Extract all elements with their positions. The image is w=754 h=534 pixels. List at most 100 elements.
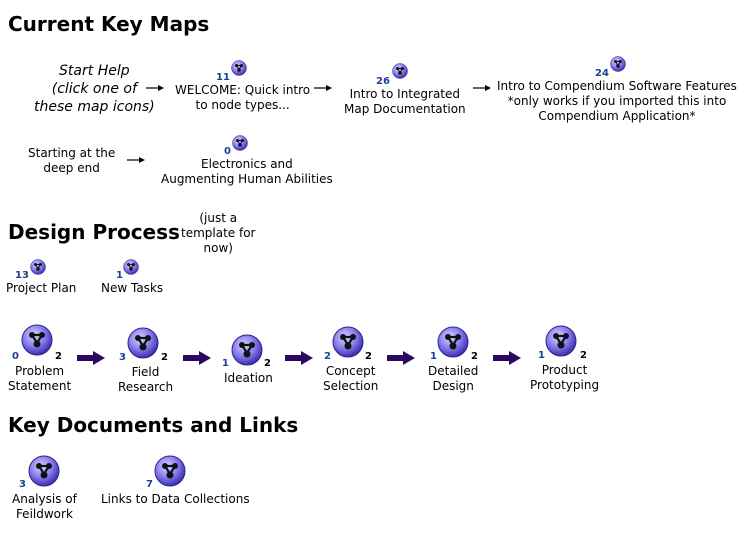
map-node-icon bbox=[610, 56, 626, 72]
map-node-icon bbox=[28, 455, 60, 487]
node-count: 24 bbox=[595, 68, 609, 79]
node-count: 0 bbox=[12, 351, 19, 362]
label-line: Research bbox=[118, 380, 174, 394]
map-node-detailed-design[interactable] bbox=[437, 326, 469, 358]
map-node-project-plan[interactable] bbox=[30, 259, 46, 275]
arrow-right-icon bbox=[183, 351, 211, 365]
map-node-icon bbox=[332, 326, 364, 358]
map-node-problem-statement[interactable] bbox=[21, 324, 53, 356]
start-help-line1: Start Help bbox=[59, 63, 130, 79]
note-line: now) bbox=[203, 241, 233, 255]
link-count: 2 bbox=[365, 351, 372, 362]
link-count: 2 bbox=[580, 350, 587, 361]
arrow-right-icon bbox=[314, 85, 332, 91]
node-count: 2 bbox=[324, 351, 331, 362]
arrow-right-icon bbox=[473, 85, 491, 91]
map-node-icon bbox=[30, 259, 46, 275]
label-line: Prototyping bbox=[530, 378, 600, 392]
label-line: *only works if you imported this into bbox=[507, 94, 727, 108]
label-line: Augmenting Human Abilities bbox=[161, 172, 333, 186]
design-process-note: (just a template for now) bbox=[181, 211, 255, 256]
node-count: 1 bbox=[116, 270, 123, 281]
start-help-line2: (click one of bbox=[51, 81, 137, 97]
map-label-data-collections: Links to Data Collections bbox=[101, 492, 250, 507]
label-line: Intro to Compendium Software Features bbox=[497, 79, 737, 93]
map-node-data-collections[interactable] bbox=[154, 455, 186, 487]
link-count: 2 bbox=[161, 352, 168, 363]
node-count: 3 bbox=[119, 352, 126, 363]
node-count: 13 bbox=[15, 270, 29, 281]
label-line: Selection bbox=[323, 379, 379, 393]
map-node-compendium-features[interactable] bbox=[610, 56, 626, 72]
map-node-icon bbox=[232, 135, 248, 151]
deep-end-text: Starting at the deep end bbox=[28, 146, 115, 176]
map-label-new-tasks: New Tasks bbox=[101, 281, 164, 295]
label-line: Map Documentation bbox=[344, 102, 466, 116]
map-label-field-research: Field Research bbox=[118, 365, 173, 395]
map-node-new-tasks[interactable] bbox=[123, 259, 139, 275]
node-count: 3 bbox=[19, 479, 26, 490]
map-node-product-prototyping[interactable] bbox=[545, 325, 577, 357]
map-node-ideation[interactable] bbox=[231, 334, 263, 366]
label-line: to node types... bbox=[195, 98, 290, 112]
label-line: Field bbox=[131, 365, 160, 379]
arrow-right-icon bbox=[146, 85, 164, 91]
map-node-analysis-fieldwork[interactable] bbox=[28, 455, 60, 487]
label-line: Intro to Integrated bbox=[349, 87, 461, 101]
map-node-icon bbox=[21, 324, 53, 356]
label-line: Concept bbox=[325, 364, 376, 378]
arrow-right-icon bbox=[387, 351, 415, 365]
map-label-detailed-design: Detailed Design bbox=[428, 364, 478, 394]
label-line: Electronics and bbox=[200, 157, 293, 171]
map-node-icon bbox=[154, 455, 186, 487]
node-count: 11 bbox=[216, 72, 230, 83]
label-line: deep end bbox=[43, 161, 100, 175]
map-label-project-plan: Project Plan bbox=[6, 281, 77, 295]
map-label-integrated-doc: Intro to Integrated Map Documentation bbox=[344, 87, 466, 117]
label-line: WELCOME: Quick intro bbox=[175, 83, 311, 97]
label-line: Detailed bbox=[428, 364, 479, 378]
node-count: 1 bbox=[430, 351, 437, 362]
label-line: Problem bbox=[15, 364, 65, 378]
arrow-right-icon bbox=[285, 351, 313, 365]
start-help-line3: these map icons) bbox=[34, 99, 155, 115]
map-node-icon bbox=[392, 63, 408, 79]
label-line: Starting at the bbox=[28, 146, 116, 160]
label-line: Compendium Application* bbox=[538, 109, 696, 123]
section-title-key-documents: Key Documents and Links bbox=[8, 413, 299, 437]
node-count: 1 bbox=[538, 350, 545, 361]
map-node-icon bbox=[123, 259, 139, 275]
section-title-design-process: Design Process bbox=[8, 220, 180, 244]
map-node-icon bbox=[231, 334, 263, 366]
link-count: 2 bbox=[55, 351, 62, 362]
label-line: Feildwork bbox=[15, 507, 73, 521]
map-node-icon bbox=[545, 325, 577, 357]
node-count: 1 bbox=[222, 358, 229, 369]
note-line: template for bbox=[181, 226, 256, 240]
map-label-analysis-fieldwork: Analysis of Feildwork bbox=[12, 492, 77, 522]
map-label-concept-selection: Concept Selection bbox=[323, 364, 378, 394]
map-label-electronics: Electronics and Augmenting Human Abiliti… bbox=[161, 157, 333, 187]
start-help-text: Start Help (click one of these map icons… bbox=[34, 62, 155, 116]
map-node-icon bbox=[127, 327, 159, 359]
label-line: Ideation bbox=[224, 371, 273, 385]
arrow-right-icon bbox=[127, 157, 145, 163]
map-node-electronics[interactable] bbox=[232, 135, 248, 151]
node-count: 0 bbox=[224, 146, 231, 157]
map-node-welcome[interactable] bbox=[231, 60, 247, 76]
map-node-icon bbox=[231, 60, 247, 76]
node-count: 26 bbox=[376, 76, 390, 87]
map-node-field-research[interactable] bbox=[127, 327, 159, 359]
label-line: Design bbox=[432, 379, 474, 393]
label-line: Links to Data Collections bbox=[101, 492, 250, 506]
map-label-compendium-features: Intro to Compendium Software Features *o… bbox=[497, 79, 737, 124]
label-line: Analysis of bbox=[12, 492, 77, 506]
map-node-concept-selection[interactable] bbox=[332, 326, 364, 358]
map-node-icon bbox=[437, 326, 469, 358]
map-node-integrated-doc[interactable] bbox=[392, 63, 408, 79]
link-count: 2 bbox=[264, 358, 271, 369]
map-label-product-prototyping: Product Prototyping bbox=[530, 363, 599, 393]
link-count: 2 bbox=[471, 351, 478, 362]
map-label-welcome: WELCOME: Quick intro to node types... bbox=[175, 83, 310, 113]
label-line: Statement bbox=[8, 379, 72, 393]
